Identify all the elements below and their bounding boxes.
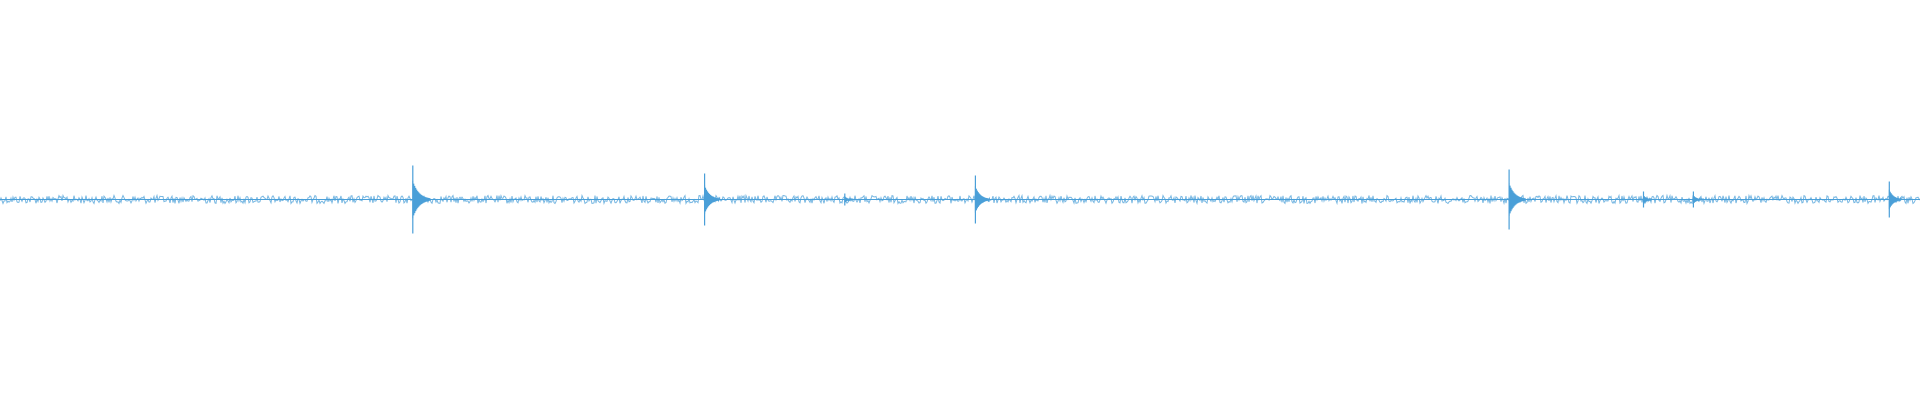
waveform-peak: [1508, 169, 1526, 230]
waveform-peak-decay: [974, 186, 990, 213]
waveform-peak: [703, 173, 721, 226]
waveform-peak: [1642, 191, 1652, 208]
waveform-peak: [1692, 191, 1702, 208]
waveform-peaks-group: [412, 165, 1902, 234]
waveform-peak-decay: [844, 196, 854, 203]
waveform-peak-decay: [1643, 195, 1652, 204]
waveform-peak: [412, 165, 431, 234]
waveform-peak-decay: [1508, 183, 1526, 217]
waveform-peak: [1888, 181, 1902, 218]
waveform-peak: [974, 175, 990, 224]
waveform-peak-decay: [1888, 189, 1902, 210]
waveform-peak-decay: [1692, 195, 1702, 204]
waveform-peak-decay: [704, 185, 721, 214]
waveform-noise-trace: [0, 193, 1920, 206]
waveform-peak-decay: [412, 180, 431, 219]
waveform-peak: [844, 193, 854, 206]
